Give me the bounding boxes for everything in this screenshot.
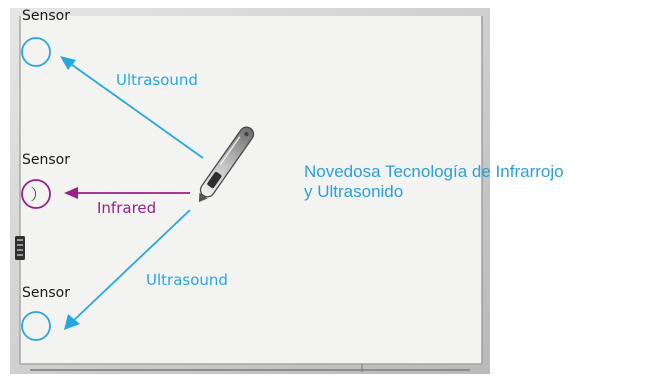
sensor-label-middle: Sensor	[22, 153, 70, 167]
technology-caption-line1: Novedosa Tecnología de Infrarrojo	[304, 162, 564, 182]
ultrasound-label-bottom: Ultrasound	[146, 273, 228, 288]
technology-caption: Novedosa Tecnología de Infrarrojo y Ultr…	[304, 162, 564, 202]
infrared-label: Infrared	[97, 201, 156, 216]
ultrasound-label-top: Ultrasound	[116, 73, 198, 88]
technology-caption-line2: y Ultrasonido	[304, 182, 564, 202]
control-panel-icon	[15, 236, 25, 260]
sensor-label-bottom: Sensor	[22, 286, 70, 300]
sensor-label-top: Sensor	[22, 9, 70, 23]
